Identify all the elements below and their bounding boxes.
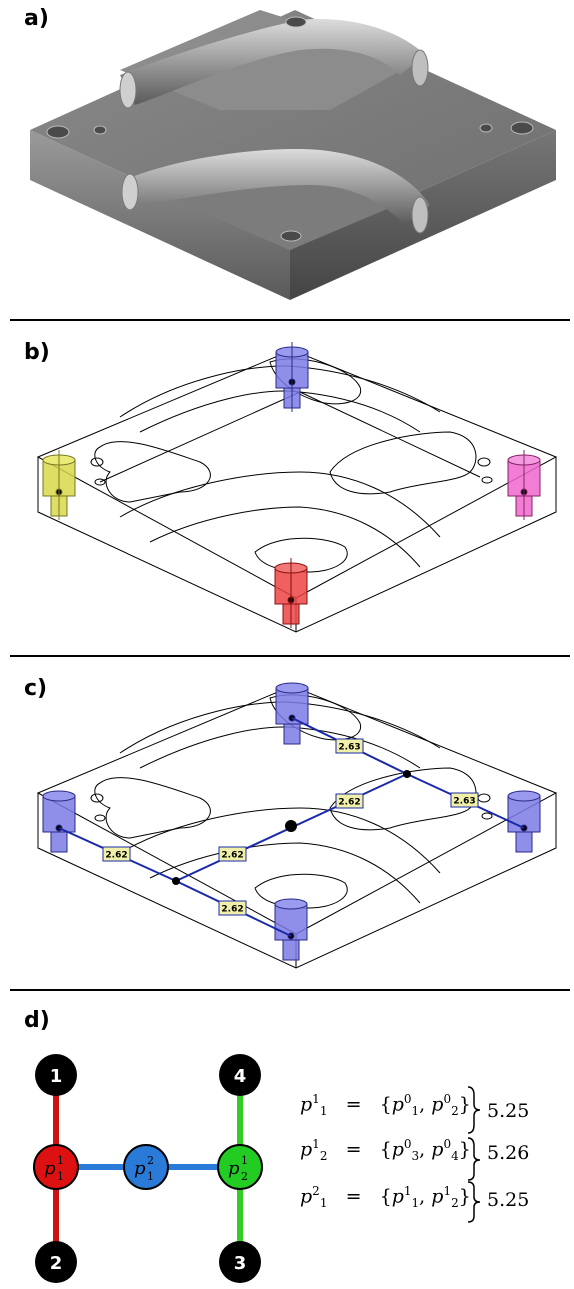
hole-right-small (479, 123, 493, 133)
port-right (507, 790, 541, 853)
hole-left-small (93, 125, 107, 135)
svg-text:1: 1 (57, 1170, 64, 1183)
port-left (42, 790, 76, 853)
panel-d: d) 1 2 3 4 p 1 1 (0, 992, 574, 1289)
separator-3 (10, 989, 570, 991)
port-top (275, 682, 309, 745)
svg-text:4: 4 (234, 1066, 247, 1087)
svg-text:2.63: 2.63 (453, 797, 475, 807)
wire-top-arc-inner (139, 390, 421, 433)
panel-b: b) (0, 322, 574, 654)
separator-2 (10, 655, 570, 657)
panel-d-label: d) (24, 1008, 50, 1033)
leaf-node-2: 2 (35, 1241, 77, 1283)
svg-text:1: 1 (241, 1154, 248, 1167)
edge-label: 2.63 (450, 792, 479, 808)
junction-center (285, 820, 297, 832)
port-left-yellow (42, 450, 76, 520)
port-bottom (274, 898, 308, 961)
raised-top (120, 10, 420, 110)
svg-text:3: 3 (234, 1253, 247, 1274)
junction-right (403, 770, 411, 778)
svg-text:2: 2 (241, 1170, 248, 1183)
svg-text:1: 1 (147, 1170, 154, 1183)
svg-text:p: p (228, 1158, 240, 1179)
svg-text:2.62: 2.62 (221, 851, 243, 861)
port-top-blue (275, 342, 309, 412)
hole-top (285, 16, 307, 28)
port-bottom-red (274, 558, 308, 628)
hole-bottom (280, 230, 302, 242)
svg-text:p: p (134, 1158, 146, 1179)
svg-text:p: p (44, 1158, 56, 1179)
brace-1 (467, 1086, 481, 1134)
panel-c: c) (0, 658, 574, 988)
svg-text:2: 2 (50, 1253, 63, 1274)
svg-text:1: 1 (57, 1154, 64, 1167)
equation-2-value: 5.26 (487, 1142, 530, 1164)
top-tube (120, 19, 425, 105)
separator-1 (10, 319, 570, 321)
brace-2 (467, 1137, 481, 1181)
equation-1: p11 = {p01, p02} (300, 1092, 471, 1119)
p-node-p1-2: p 1 2 (217, 1144, 263, 1190)
graph-diagram: 1 2 3 4 p 1 1 p 2 1 p 1 (33, 1054, 481, 1283)
wire-bottom-arc (119, 471, 441, 538)
panel-a-label: a) (24, 6, 49, 31)
bottom-tube (125, 149, 430, 225)
p-node-p2-1: p 2 1 (123, 1144, 169, 1190)
equation-1-value: 5.25 (487, 1100, 530, 1122)
svg-text:2.62: 2.62 (105, 851, 127, 861)
panel-c-label: c) (24, 676, 48, 701)
port-right-pink (507, 450, 541, 520)
wire-bottom-arc-inner (149, 506, 421, 568)
edge-label: 2.62 (335, 793, 364, 809)
wire-right-island (329, 431, 477, 495)
panel-a: a) (0, 0, 574, 318)
svg-text:2.62: 2.62 (221, 905, 243, 915)
equation-2: p12 = {p03, p04} (300, 1137, 471, 1164)
wire-left-island (94, 441, 211, 503)
edge-label: 2.62 (218, 900, 247, 916)
edge-label: 2.62 (102, 846, 131, 862)
hole-right-large (510, 121, 534, 135)
svg-text:2: 2 (147, 1154, 154, 1167)
edge-label: 2.63 (335, 738, 364, 754)
hole-left-large (46, 125, 70, 139)
p-node-p1-1: p 1 1 (33, 1144, 79, 1190)
panel-b-label: b) (24, 340, 50, 365)
panel-b-wireframe (36, 342, 558, 633)
leaf-node-3: 3 (219, 1241, 261, 1283)
svg-text:2.63: 2.63 (338, 743, 360, 753)
plate-left-side (30, 130, 290, 300)
panel-c-wireframe: 2.63 2.62 2.63 2.62 2.62 2.62 (36, 682, 558, 969)
svg-text:2.62: 2.62 (338, 798, 360, 808)
edge-label: 2.62 (218, 846, 247, 862)
equation-3: p21 = {p11, p12} (300, 1184, 471, 1211)
leaf-node-4: 4 (219, 1054, 261, 1096)
brace-3 (467, 1181, 481, 1223)
svg-text:1: 1 (50, 1066, 63, 1087)
leaf-node-1: 1 (35, 1054, 77, 1096)
junction-left (172, 877, 180, 885)
equation-3-value: 5.25 (487, 1189, 530, 1211)
panel-a-render (30, 10, 556, 300)
